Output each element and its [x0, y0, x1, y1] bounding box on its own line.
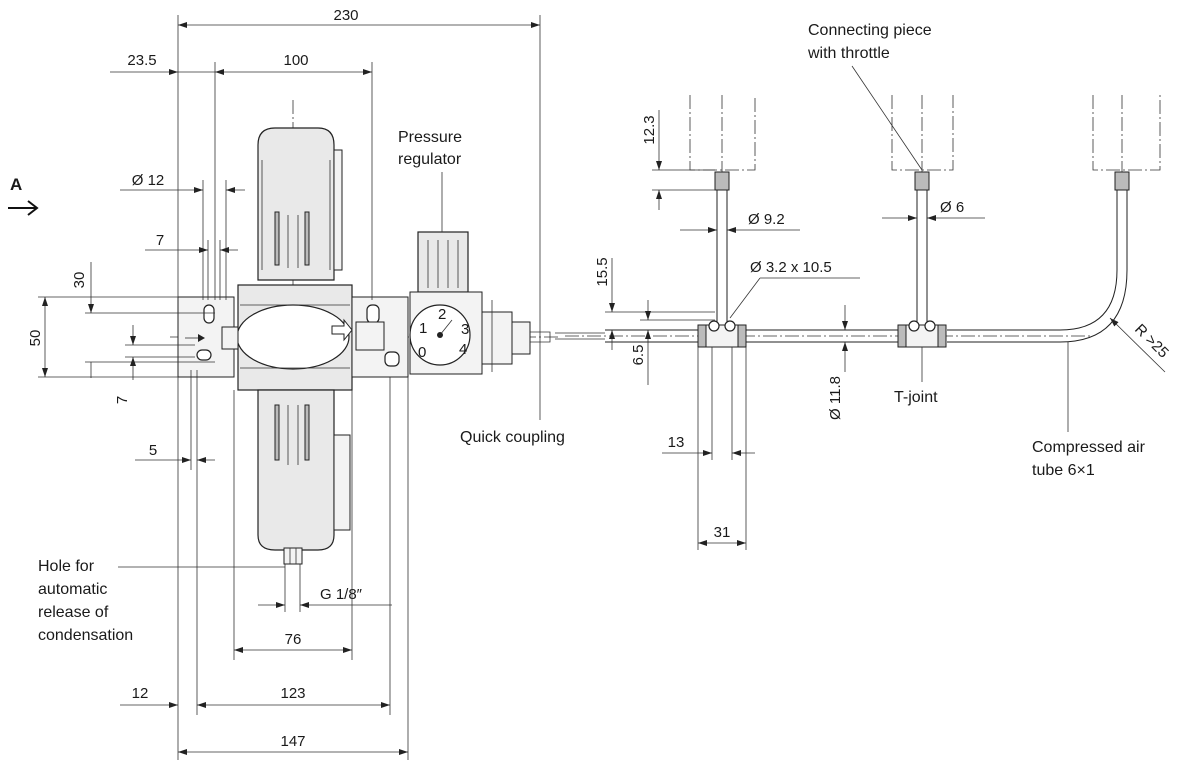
dim-g-1-8: G 1/8″	[320, 586, 363, 603]
connecting-piece-1	[714, 171, 730, 191]
dim-100: 100	[283, 52, 308, 69]
connecting-piece-3	[1114, 171, 1130, 191]
left-dimensions: 230 23.5 100 Ø 12 7 30 50	[27, 7, 541, 760]
tube-system	[555, 95, 1161, 348]
dim-6-5: 6.5	[630, 345, 647, 366]
view-arrow-icon	[8, 200, 39, 216]
dim-30: 30	[71, 272, 88, 289]
gauge-number-0: 0	[418, 344, 426, 361]
dim-13: 13	[668, 434, 685, 451]
dim-dia-9-2: Ø 9.2	[748, 211, 785, 228]
gauge-number-4: 4	[459, 341, 467, 358]
dim-50: 50	[27, 330, 44, 347]
dim-dia-3-2: Ø 3.2 x 10.5	[750, 259, 832, 276]
label-pressure-regulator-1: Pressure	[398, 129, 462, 146]
label-pressure-regulator-2: regulator	[398, 151, 462, 168]
label-compressed-air-1: Compressed air	[1032, 439, 1146, 456]
dim-5: 5	[149, 442, 157, 459]
quick-coupling	[481, 311, 513, 365]
dim-12: 12	[132, 685, 149, 702]
label-quick-coupling: Quick coupling	[460, 429, 565, 446]
dim-123: 123	[280, 685, 305, 702]
dim-31: 31	[714, 524, 731, 541]
dim-230: 230	[333, 7, 358, 24]
label-hole-for-2: automatic	[38, 581, 107, 598]
view-label-a: A	[10, 175, 22, 194]
dim-radius-25: R >25	[1131, 321, 1172, 362]
label-connecting-piece-1: Connecting piece	[808, 22, 932, 39]
dim-12-3: 12.3	[641, 115, 658, 144]
dim-7-lower: 7	[114, 396, 131, 404]
dim-76: 76	[285, 631, 302, 648]
label-hole-for-1: Hole for	[38, 558, 95, 575]
label-connecting-piece-2: with throttle	[807, 45, 890, 62]
dim-dia-6: Ø 6	[940, 199, 964, 216]
dim-dia-12: Ø 12	[132, 172, 165, 189]
lower-bowl	[257, 389, 335, 551]
gauge-number-3: 3	[461, 321, 469, 338]
filter-regulator-unit: 0 1 2 3 4	[170, 100, 560, 565]
label-hole-for-4: condensation	[38, 627, 133, 644]
label-t-joint: T-joint	[894, 389, 938, 406]
label-compressed-air-2: tube 6×1	[1032, 462, 1095, 479]
dim-15-5: 15.5	[594, 257, 611, 286]
dim-7-upper: 7	[156, 232, 164, 249]
dim-147: 147	[280, 733, 305, 750]
dim-23-5: 23.5	[127, 52, 156, 69]
gauge-number-2: 2	[438, 306, 446, 323]
label-hole-for-3: release of	[38, 604, 109, 621]
connecting-piece-2	[914, 171, 930, 191]
gauge-number-1: 1	[419, 320, 427, 337]
filter-bowl	[257, 127, 335, 281]
pressure-regulator	[417, 231, 469, 293]
dim-dia-11-8: Ø 11.8	[827, 376, 844, 420]
